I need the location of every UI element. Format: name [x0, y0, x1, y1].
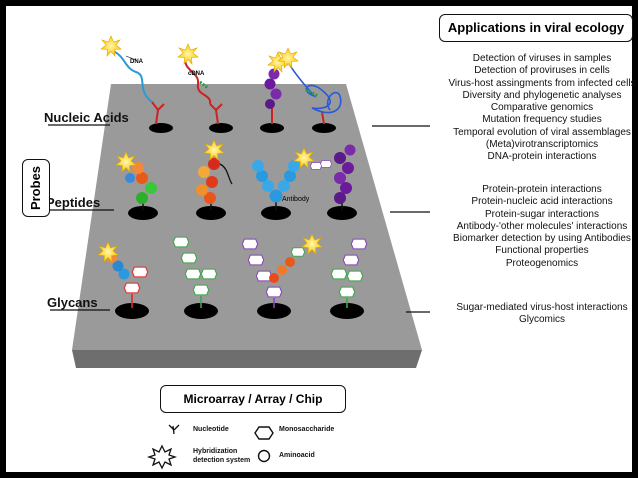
application-item: Detection of viruses in samples — [472, 53, 612, 64]
probe-glycan-1 — [97, 241, 149, 308]
application-item: Protein-nucleic acid interactions — [471, 196, 613, 208]
monosaccharide-icon — [254, 426, 274, 440]
chip-label: Microarray / Array / Chip — [160, 385, 346, 413]
application-item: Diversity and phylogenetic analyses — [462, 89, 622, 101]
array-wells — [115, 123, 364, 319]
probe-nucleotide-chain — [264, 51, 289, 124]
antibody-label: Antibody — [282, 196, 310, 203]
application-item: (Meta)virotranscriptomics — [485, 139, 599, 151]
probe-glycan-4 — [330, 238, 368, 308]
probe-cdna — [177, 43, 223, 125]
application-item: Biomarker detection by using Antibodies — [453, 233, 631, 245]
application-item: Temporal evolution of viral assemblages — [453, 126, 631, 138]
application-item: Comparative genomics — [490, 102, 594, 114]
peptide-applications-list: Protein-protein interactions Protein-nuc… — [444, 184, 638, 270]
legend-nucleotide-label: Nucleotide — [193, 426, 229, 433]
application-item: Sugar-mediated virus-host interactions — [456, 302, 628, 313]
hybridization-star-icon — [146, 444, 178, 470]
probe-dna — [100, 35, 165, 125]
applications-title: Applications in viral ecology — [439, 14, 633, 42]
application-item: Detection of proviruses in cells — [474, 65, 610, 77]
probe-glycan-2 — [172, 236, 218, 308]
probe-glycan-3 — [241, 233, 323, 308]
legend-monosaccharide-label: Monosaccharide — [279, 426, 335, 433]
probe-peptide-folded — [196, 139, 233, 210]
cdna-label: cDNA — [188, 71, 205, 77]
legend-aminoacid-label: Aminoacid — [279, 452, 315, 459]
nucleotide-icon — [168, 424, 180, 435]
probe-tangled-strand — [277, 47, 342, 125]
figure-panel: DNA cDNA Antibody Nucleic Acids Peptides… — [6, 6, 636, 472]
application-item: Proteogenomics — [505, 257, 579, 269]
application-item: Functional properties — [495, 245, 589, 257]
probes-label: Probes — [22, 159, 50, 217]
row-label-peptides: Peptides — [46, 195, 101, 210]
probe-antibody — [252, 160, 300, 210]
application-item: Protein-sugar interactions — [485, 208, 599, 220]
glycan-applications-list: Sugar-mediated virus-host interactions G… — [444, 302, 638, 327]
probe-array-diagram: DNA cDNA Antibody — [48, 35, 430, 470]
application-item: Protein-protein interactions — [482, 184, 602, 195]
application-item: Antibody-'other molecules' interactions — [456, 220, 628, 232]
array-platform-front — [72, 350, 422, 368]
probe-peptide-linear — [115, 151, 157, 210]
application-item: Glycomics — [518, 314, 566, 326]
application-item: DNA-protein interactions — [487, 151, 597, 163]
probe-peptide-branched — [293, 144, 356, 210]
legend-hybridization-label: Hybridization detection system — [193, 448, 251, 464]
array-platform-top — [72, 84, 422, 350]
dna-label: DNA — [130, 59, 144, 65]
nucleic-applications-list: Detection of viruses in samples Detectio… — [444, 53, 638, 164]
aminoacid-icon — [257, 449, 271, 463]
row-label-nucleic-acids: Nucleic Acids — [44, 110, 129, 125]
legend — [146, 424, 274, 470]
application-item: Virus-host assingments from infected cel… — [448, 77, 636, 89]
application-item: Mutation frequency studies — [482, 114, 602, 126]
row-label-glycans: Glycans — [47, 295, 98, 310]
